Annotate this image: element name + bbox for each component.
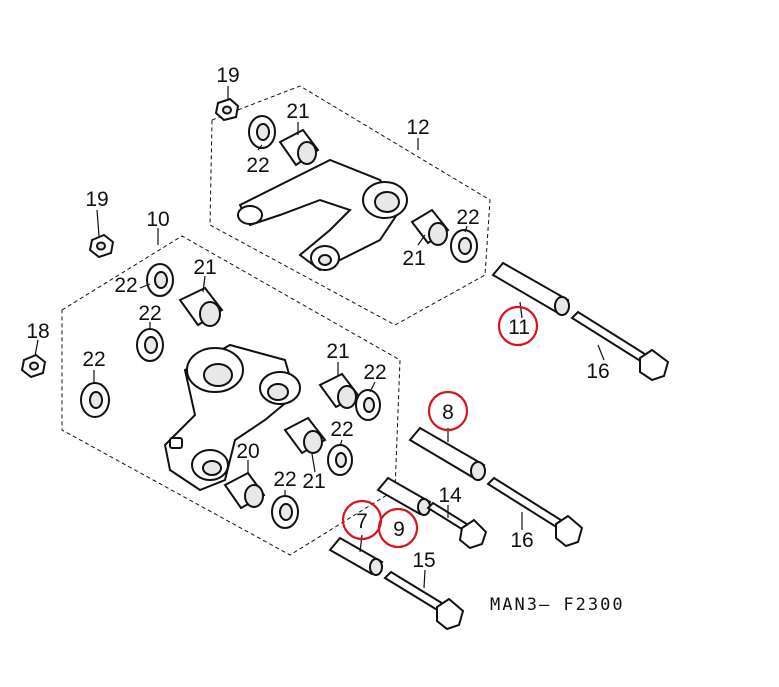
bearing-21-c bbox=[178, 286, 224, 327]
callout-16-upper: 16 bbox=[586, 360, 609, 383]
diagram-code: MAN3– F2300 bbox=[490, 595, 625, 615]
highlight-9 bbox=[377, 507, 419, 549]
callout-10: 10 bbox=[146, 208, 169, 231]
callout-22-lower-mid: 22 bbox=[138, 302, 161, 325]
collar-9 bbox=[376, 476, 432, 516]
seal-22-d bbox=[136, 328, 164, 362]
seal-22-a bbox=[248, 115, 276, 149]
callout-19-upper: 19 bbox=[216, 64, 239, 87]
callout-22-lower-left: 22 bbox=[82, 348, 105, 371]
callout-16-lower: 16 bbox=[510, 529, 533, 552]
seal-22-c bbox=[146, 263, 174, 297]
bolt-14 bbox=[426, 501, 488, 550]
callout-21-lower-top: 21 bbox=[193, 256, 216, 279]
callout-11: 11 bbox=[508, 316, 530, 339]
highlight-11 bbox=[497, 305, 539, 347]
cushion-arm-10 bbox=[163, 343, 301, 492]
callout-22-lower-top: 22 bbox=[114, 274, 137, 297]
seal-22-b bbox=[450, 229, 478, 263]
callout-12: 12 bbox=[406, 116, 429, 139]
seal-22-f bbox=[355, 389, 381, 421]
callout-18: 18 bbox=[26, 320, 49, 343]
highlight-circles bbox=[341, 305, 539, 549]
callout-22-upper-right: 22 bbox=[456, 206, 479, 229]
nut-19-lower bbox=[88, 233, 115, 259]
link-arm-12 bbox=[237, 158, 408, 272]
bearing-20 bbox=[223, 471, 266, 510]
callout-19-lower: 19 bbox=[85, 188, 108, 211]
nut-19-upper bbox=[214, 97, 240, 122]
seal-22-h bbox=[271, 495, 299, 529]
callout-22-right-mid: 22 bbox=[330, 418, 353, 441]
bearing-21-d bbox=[318, 372, 360, 409]
nut-18 bbox=[20, 353, 47, 379]
callout-22-right-top: 22 bbox=[363, 361, 386, 384]
bearing-21-e bbox=[283, 416, 327, 455]
bolt-16-lower bbox=[486, 476, 584, 548]
seal-22-e bbox=[80, 382, 110, 418]
assembly-12-outline bbox=[209, 85, 491, 326]
callout-21-upper: 21 bbox=[286, 100, 309, 123]
callout-14: 14 bbox=[438, 484, 462, 507]
callout-9: 9 bbox=[393, 518, 405, 541]
collar-11 bbox=[491, 261, 570, 316]
collar-8 bbox=[408, 426, 486, 481]
callout-20: 20 bbox=[236, 440, 259, 463]
bearing-21-b bbox=[410, 208, 450, 246]
bolt-15 bbox=[383, 570, 465, 631]
callout-21-right-top: 21 bbox=[326, 340, 349, 363]
collar-7 bbox=[328, 536, 384, 576]
bearing-21-a bbox=[278, 128, 320, 167]
callout-22-bottom: 22 bbox=[273, 468, 296, 491]
callout-7: 7 bbox=[356, 510, 368, 533]
callout-21-upper-right: 21 bbox=[402, 247, 425, 270]
callout-8: 8 bbox=[442, 401, 454, 424]
callout-22-upper-left: 22 bbox=[246, 154, 269, 177]
leader-lines bbox=[34, 86, 605, 589]
seal-22-g bbox=[327, 444, 353, 476]
callout-21-bottom: 21 bbox=[302, 470, 325, 493]
highlight-8 bbox=[427, 390, 469, 432]
callout-15: 15 bbox=[412, 549, 435, 572]
bolt-16-upper bbox=[570, 310, 670, 382]
